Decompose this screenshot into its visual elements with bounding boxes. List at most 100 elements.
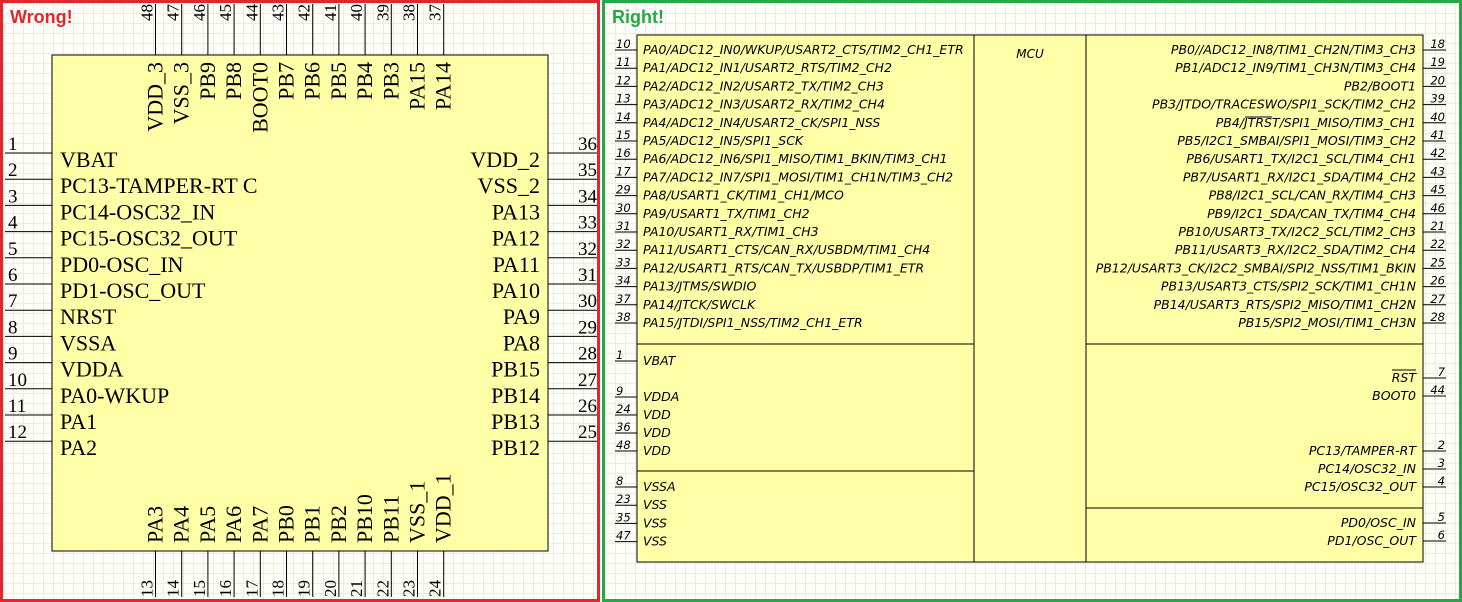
pin-name: PA13/JTMS/SWDIO: [643, 279, 756, 294]
pin-number: 30: [616, 201, 631, 215]
pin-name: PB12: [491, 435, 540, 460]
pin-number: 35: [616, 510, 631, 524]
pin-name: PB11/USART3_RX/I2C2_SDA/TIM2_CH4: [1175, 242, 1416, 257]
pin-number: 33: [616, 255, 631, 269]
wrong-title: Wrong!: [10, 7, 73, 27]
pin-number: 8: [8, 317, 18, 338]
pin-number: 9: [8, 344, 18, 365]
pin-number: 47: [164, 4, 183, 22]
pin-name: PA3: [143, 506, 168, 543]
pin-number: 11: [616, 55, 631, 69]
pin-name: PA2: [60, 435, 97, 460]
pin-name: RST: [1392, 370, 1418, 385]
pin-name: PB4/JTRST/SPI1_MISO/TIM3_CH1: [1216, 115, 1416, 130]
pin-name: PA5/ADC12_IN5/SPI1_SCK: [643, 133, 805, 148]
pin-number: 46: [190, 4, 209, 21]
pin-name: PA11/USART1_CTS/CAN_RX/USBDM/TIM1_CH4: [643, 242, 930, 257]
pin-name: PA11: [493, 252, 540, 277]
pin-number: 7: [1438, 365, 1446, 379]
pin-name: PA15: [405, 62, 430, 110]
wrong-ic-body: [51, 54, 549, 552]
pin-name: VDD_3: [143, 62, 168, 132]
pin-name: VDD: [643, 425, 671, 440]
pin-number: 26: [1430, 274, 1445, 288]
pin-number: 5: [8, 239, 18, 260]
pin-number: 32: [616, 237, 631, 251]
pin-name: PD0-OSC_IN: [60, 252, 184, 277]
pin-number: 27: [1430, 292, 1445, 306]
pin-name: PA9: [503, 304, 540, 329]
pin-number: 1: [8, 134, 18, 155]
pin-number: 34: [616, 274, 631, 288]
pin-name: VBAT: [60, 147, 118, 172]
pin-name: PB6/USART1_TX/I2C1_SCL/TIM4_CH1: [1186, 151, 1416, 166]
pin-name: PA8: [503, 330, 540, 355]
pin-number: 43: [269, 4, 288, 21]
pin-name: PB3: [378, 62, 403, 100]
pin-number: 7: [8, 291, 18, 312]
pin-name: BOOT0: [247, 62, 272, 133]
pin-number: 4: [1438, 474, 1445, 488]
pin-name: PB14/USART3_RTS/SPI2_MISO/TIM1_CH2N: [1154, 297, 1417, 312]
pin-number: 31: [578, 265, 597, 286]
pin-name: PA12/USART1_RTS/CAN_TX/USBDP/TIM1_ETR: [643, 260, 924, 275]
pin-number: 28: [578, 344, 597, 365]
pin-name: PB13/USART3_CTS/SPI2_SCK/TIM1_CH1N: [1161, 279, 1417, 294]
pin-name: PB0//ADC12_IN8/TIM1_CH2N/TIM3_CH3: [1171, 42, 1416, 57]
pin-number: 40: [347, 4, 366, 21]
mcu-label: MCU: [1016, 47, 1044, 61]
pin-name: PA4: [169, 506, 194, 543]
pin-number: 35: [578, 160, 597, 181]
pin-name: PB9/I2C1_SDA/CAN_TX/TIM4_CH4: [1207, 206, 1416, 221]
pin-number: 14: [616, 110, 631, 124]
pin-name: PB11: [378, 495, 403, 543]
pin-number: 17: [616, 164, 631, 178]
pin-name: NRST: [60, 304, 117, 329]
pin-number: 3: [8, 186, 18, 207]
pin-name: VDD_1: [431, 473, 456, 543]
pin-number: 29: [578, 317, 597, 338]
pin-name: PA5: [195, 506, 220, 543]
pin-name: PA9/USART1_TX/TIM1_CH2: [643, 206, 810, 221]
pin-name: PA13: [492, 199, 540, 224]
pin-number: 18: [269, 580, 288, 597]
pin-number: 43: [1430, 164, 1445, 178]
pin-number: 46: [1430, 201, 1445, 215]
pin-name: BOOT0: [1372, 388, 1416, 403]
pin-name: PB1/ADC12_IN9/TIM1_CH3N/TIM3_CH4: [1175, 60, 1416, 75]
pin-number: 21: [347, 580, 366, 597]
pin-name: VDDA: [60, 357, 124, 382]
pin-number: 22: [1430, 237, 1445, 251]
pin-name: PD1-OSC_OUT: [60, 278, 206, 303]
pin-name: VSSA: [643, 479, 676, 494]
pin-name: PD1/OSC_OUT: [1327, 533, 1417, 548]
pin-name: PA2/ADC12_IN2/USART2_TX/TIM2_CH3: [643, 78, 884, 93]
pin-name: PB6: [300, 62, 325, 100]
pin-number: 13: [616, 92, 631, 106]
pin-name: VDD: [643, 407, 671, 422]
pin-number: 18: [1430, 37, 1445, 51]
pin-number: 20: [1430, 73, 1445, 87]
pin-name: PB8: [221, 62, 246, 100]
pin-name: VSS_3: [169, 62, 194, 124]
pin-number: 44: [1430, 383, 1445, 397]
pin-name: PA14/JTCK/SWCLK: [643, 297, 757, 312]
pin-name: PA6: [221, 506, 246, 543]
pin-number: 22: [373, 580, 392, 597]
pin-name: PB7/USART1_RX/I2C1_SDA/TIM4_CH2: [1183, 169, 1416, 184]
pin-number: 14: [164, 580, 183, 598]
pin-name: VDD_2: [470, 147, 540, 172]
pin-number: 3: [1438, 456, 1445, 470]
pin-name: VSS: [643, 534, 667, 549]
pin-number: 38: [616, 310, 631, 324]
pin-number: 12: [8, 422, 27, 443]
pin-number: 33: [578, 213, 597, 234]
pin-number: 23: [400, 580, 419, 597]
pin-number: 27: [578, 370, 597, 391]
pin-name: PA0/ADC12_IN0/WKUP/USART2_CTS/TIM2_CH1_E…: [643, 42, 964, 57]
pin-name: PB9: [195, 62, 220, 100]
pin-name: PA10: [492, 278, 540, 303]
right-title: Right!: [612, 7, 664, 27]
pin-number: 40: [1430, 110, 1445, 124]
pin-name: PD0/OSC_IN: [1341, 515, 1417, 530]
